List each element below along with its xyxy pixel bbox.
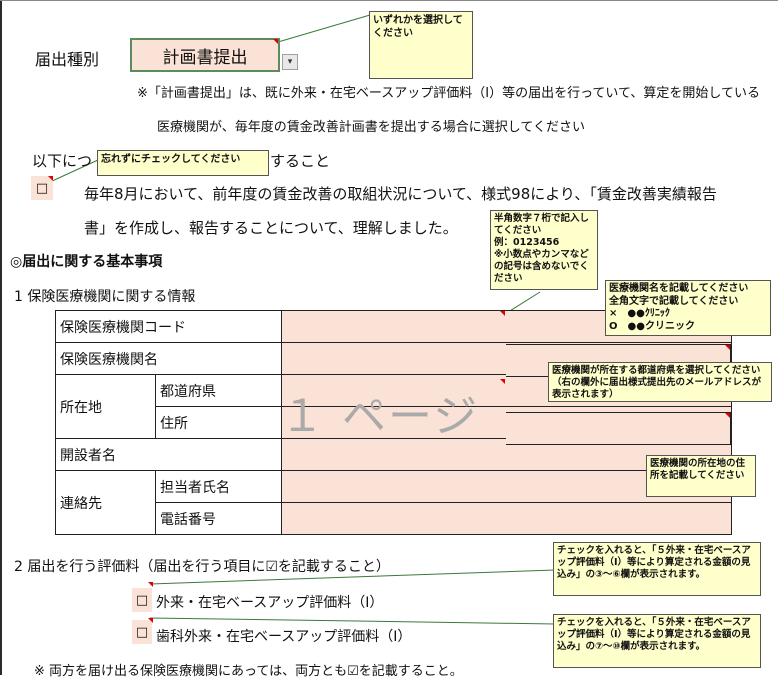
label-contact: 連絡先 [55,470,156,535]
report-type-select[interactable]: 計画書提出 [130,38,280,72]
page-watermark: １ ページ [280,391,480,442]
comment-marker [273,39,278,44]
callout-code-hint: 半角数字７桁で記入してください 例：0123456 ※小数点やカンマなどの記号は… [490,210,598,290]
note-plan-line2: 医療機関が、毎年度の賃金改善計画書を提出する場合に選択してください [157,120,585,135]
connector-check2 [149,617,556,625]
section-title: ◎届出に関する基本事項 [10,254,163,270]
comment-marker [148,618,153,623]
connector-check [49,159,99,183]
comment-marker [148,582,153,587]
callout-check1-hint: チェックを入れると、「５外来・在宅ベースアップ評価料（Ⅰ）等により算定される金額… [553,542,761,596]
check2-cell[interactable]: □ [132,620,152,644]
check2-label: 歯科外来・在宅ベースアップ評価料（Ⅰ） [156,629,412,645]
comment-marker [500,379,505,384]
check2-checkbox[interactable]: □ [135,624,149,640]
confirm-heading-suffix: すること [270,152,331,170]
callout-name-hint: 医療機関名を記載してください 全角文字で記載してください × ●●ｸﾘﾆｯｸ O… [605,280,771,336]
confirm-text-line1: 毎年8月において、前年度の賃金改善の取組状況について、様式98により、「賃金改善… [84,185,717,203]
input-street-address-ext[interactable] [506,413,730,444]
top-divider [0,0,778,1]
confirm-heading-prefix: 以下につ [32,152,93,170]
label-street-address: 住所 [155,406,282,439]
comment-marker [500,311,505,316]
connector-select [277,14,371,43]
label-address: 所在地 [55,374,156,439]
callout-prefecture-hint: 医療機関が所在する都道府県を選択してください（右の欄外に届出様式提出先のメールア… [548,362,772,402]
report-type-label: 届出種別 [35,50,100,69]
comment-marker [725,345,730,350]
confirm-checkbox-cell[interactable]: □ [31,176,53,200]
check1-cell[interactable]: □ [132,588,152,612]
address-row-border [506,412,731,445]
label-founder-name: 開設者名 [55,438,282,471]
connector-check1 [149,569,556,585]
note-plan-line1: ※「計画書提出」は、既に外来・在宅ベースアップ評価料（Ⅰ）等の届出を行っていて、… [137,86,760,101]
callout-check2-hint: チェックを入れると、「５外来・在宅ベースアップ評価料（Ⅰ）等により算定される金額… [553,614,761,668]
confirm-checkbox[interactable]: □ [35,180,49,196]
callout-select-one: いずれかを選択してください [369,11,473,79]
label-contact-person: 担当者氏名 [155,470,282,503]
label-phone: 電話番号 [155,502,282,535]
callout-dont-forget-check: 忘れずにチェックしてください [97,150,269,176]
subsection-institution-info: 1 保険医療機関に関する情報 [14,289,196,305]
comment-marker [725,413,730,418]
label-institution-name: 保険医療機関名 [55,342,282,375]
callout-address-hint: 医療機関の所在地の住所を記載してください [646,455,756,497]
check1-checkbox[interactable]: □ [135,592,149,608]
comment-marker [48,176,53,181]
window-left-edge [0,0,2,675]
check1-label: 外来・在宅ベースアップ評価料（Ⅰ） [156,595,384,611]
dropdown-arrow-icon[interactable]: ▾ [282,54,298,70]
subsection-evaluation-fees: 2 届出を行う評価料（届出を行う項目に☑を記載すること） [14,559,390,575]
label-institution-code: 保険医療機関コード [55,310,282,343]
footnote: ※ 両方を届け出る保険医療機関にあっては、両方とも☑を記載すること。 [34,664,463,679]
input-phone[interactable] [281,502,732,535]
label-prefecture: 都道府県 [155,374,282,407]
confirm-text-line2: 書」を作成し、報告することについて、理解しました。 [84,219,458,237]
